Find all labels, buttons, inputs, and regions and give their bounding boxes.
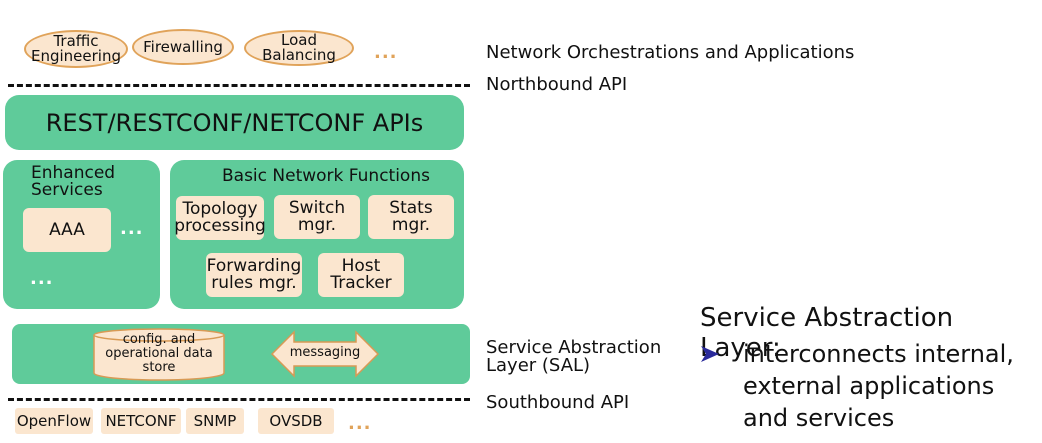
protocol-ovsdb: OVSDB [258,408,334,434]
function-label: Topology processing [174,199,266,236]
protocol-label: SNMP [193,412,237,430]
southbound-label: Southbound API [486,392,630,413]
app-traffic-engineering: Traffic Engineering [24,30,128,68]
rest-apis-bar: REST/RESTCONF/NETCONF APIs [5,95,464,150]
messaging-label: messaging [289,345,361,360]
aaa-box: AAA [23,208,111,252]
applications-label: Network Orchestrations and Applications [486,42,855,63]
topology-processing-box: Topology processing [174,196,266,240]
messaging-arrow-icon [270,330,380,378]
sal-bar: config. and operational data store messa… [12,324,470,384]
protocol-snmp: SNMP [186,408,244,434]
protocol-label: OpenFlow [16,412,92,430]
basic-functions-box: Basic Network Functions Topology process… [170,160,464,309]
description-bullet: interconnects internal, external applica… [743,340,1014,432]
protocol-label: OVSDB [269,412,323,430]
rest-apis-label: REST/RESTCONF/NETCONF APIs [45,108,424,137]
protocols-ellipsis: ... [348,413,372,434]
function-label: Forwarding rules mgr. [206,256,302,293]
app-label: Firewalling [143,37,223,56]
app-label: Load Balancing [262,31,336,64]
sal-label: Service Abstraction Layer (SAL) [486,337,662,376]
enhanced-ellipsis-bottom: ... [30,268,54,289]
protocol-netconf: NETCONF [101,408,181,434]
function-label: Switch mgr. [288,198,346,235]
description-title: Service Abstraction Layer: [700,303,954,363]
enhanced-services-title: Enhanced Services [31,163,116,200]
stats-mgr-box: Stats mgr. [368,195,454,239]
app-label: Traffic Engineering [31,32,121,65]
forwarding-rules-mgr-box: Forwarding rules mgr. [206,253,302,297]
basic-functions-title: Basic Network Functions [222,166,430,186]
datastore-label: config. and operational data store [105,332,213,375]
switch-mgr-box: Switch mgr. [274,195,360,239]
datastore-icon [93,328,225,381]
host-tracker-box: Host Tracker [318,253,404,297]
enhanced-ellipsis-right: ... [120,218,144,239]
function-label: Host Tracker [330,256,392,293]
function-label: Stats mgr. [389,198,433,235]
enhanced-services-box: Enhanced Services AAA ... ... [3,160,160,309]
northbound-label: Northbound API [486,74,628,95]
app-firewalling: Firewalling [132,29,234,65]
protocol-openflow: OpenFlow [15,408,93,434]
bullet-arrow-icon [701,346,719,362]
protocol-label: NETCONF [105,412,177,430]
southbound-divider [8,398,470,401]
app-load-balancing: Load Balancing [244,30,354,66]
apps-ellipsis: ... [374,42,398,63]
northbound-divider [8,84,470,87]
aaa-label: AAA [49,219,85,240]
